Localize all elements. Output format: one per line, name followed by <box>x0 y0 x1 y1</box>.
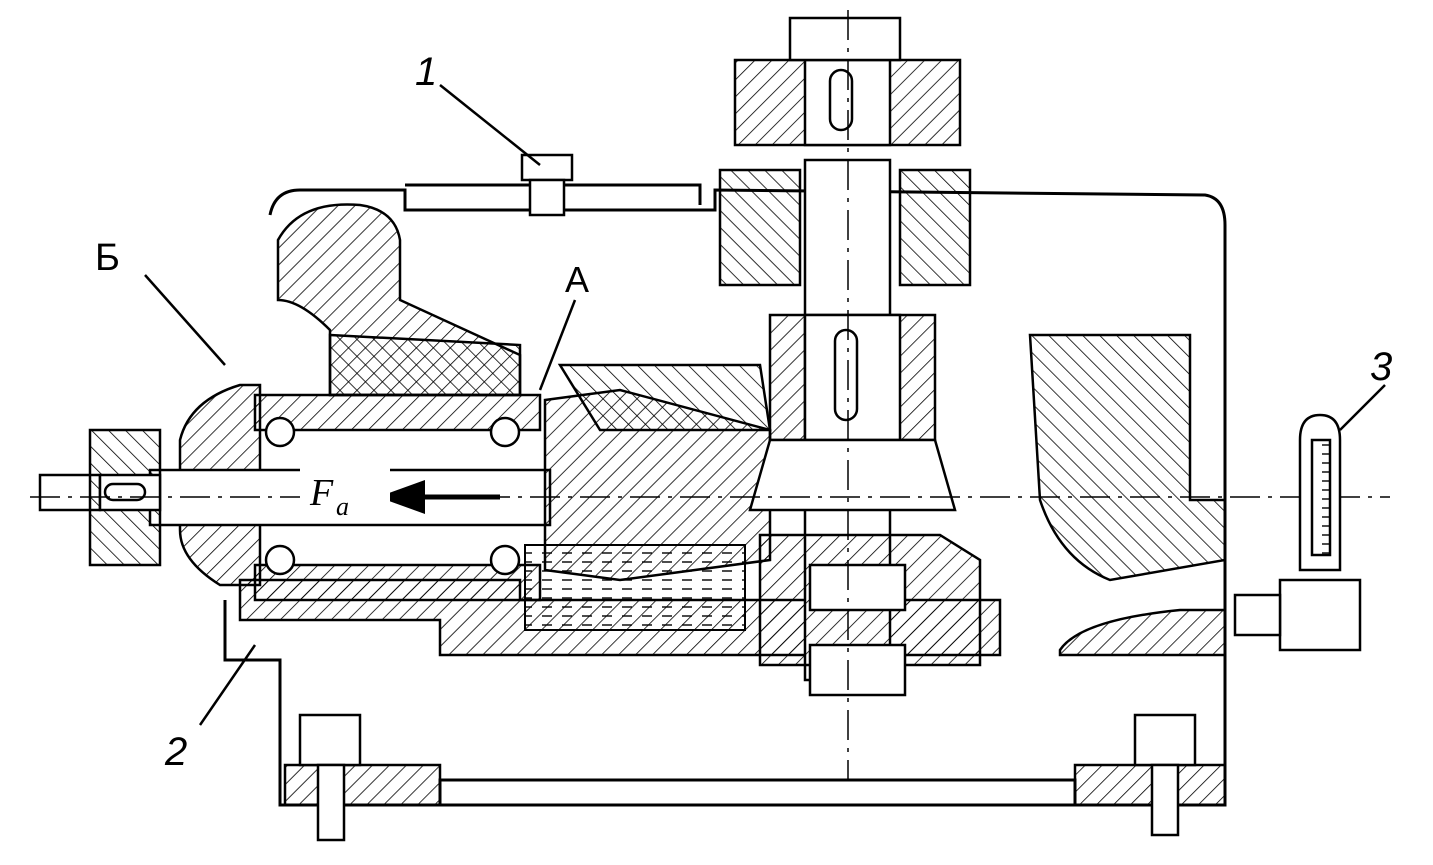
callout-b: Б <box>95 237 120 279</box>
callout-2: 2 <box>164 730 187 774</box>
foundation-bolts <box>298 713 1197 842</box>
output-shaft-assembly <box>718 10 982 780</box>
oil-sight-glass <box>1233 413 1362 652</box>
callout-3: 3 <box>1370 345 1392 389</box>
force-subscript: a <box>336 492 349 521</box>
oil-level <box>524 544 746 631</box>
force-symbol: F <box>309 472 334 514</box>
callout-a: А <box>565 259 589 300</box>
axial-force-arrow: F a <box>300 465 500 521</box>
callout-1: 1 <box>415 50 437 94</box>
leader-lines <box>144 84 1386 726</box>
inspection-plug <box>520 153 574 217</box>
